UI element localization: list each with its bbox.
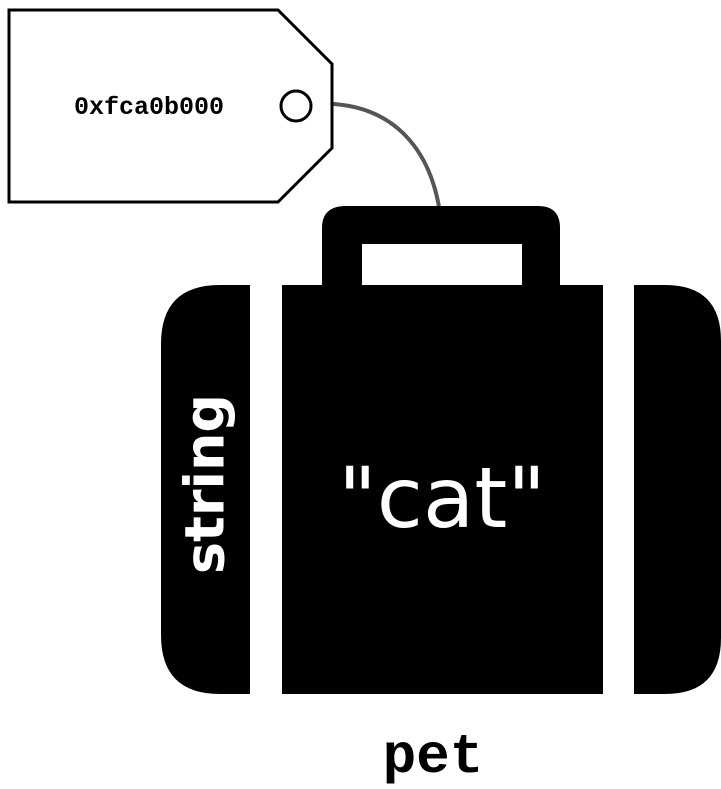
suitcase-body [282, 285, 603, 694]
variable-name: pet [383, 725, 484, 789]
suitcase: string "cat" [161, 206, 721, 694]
address-tag: 0xfca0b000 [7, 8, 334, 204]
tag-address: 0xfca0b000 [74, 93, 224, 122]
tag-outline [7, 8, 334, 204]
suitcase-right-panel [634, 285, 721, 694]
suitcase-handle [322, 206, 560, 290]
type-label: string [174, 394, 237, 574]
suitcase-left-panel [161, 285, 250, 694]
value-label: "cat" [338, 449, 546, 547]
tag-hole [279, 89, 313, 123]
